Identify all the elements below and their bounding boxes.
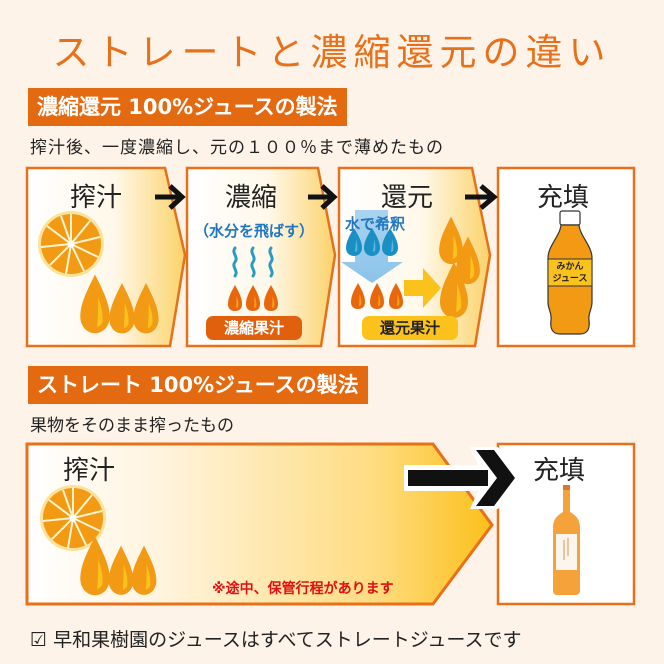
bottle-label: みかん ジュース <box>552 262 588 284</box>
concentrate-description: 搾汁後、一度濃縮し、元の１００％まで薄めたもの <box>30 138 444 158</box>
dilute-note: 水で希釈 <box>345 215 406 233</box>
concentrate-drops-icon <box>228 285 278 311</box>
step-box-concentrate <box>185 166 337 348</box>
glass-bottle-icon <box>553 485 580 595</box>
steam-icon <box>232 246 274 278</box>
step-label-reconstitute: 還元 <box>381 183 434 213</box>
straight-section-header: ストレート 100%ジュースの製法 <box>28 366 368 404</box>
pet-bottle-icon <box>547 210 593 335</box>
step-label-fill: 充填 <box>537 183 590 213</box>
page-title: ストレートと濃縮還元の違い <box>52 31 612 74</box>
concentrate-juice-badge: 濃縮果汁 <box>206 316 302 340</box>
evaporate-note: （水分を飛ばす） <box>194 222 315 240</box>
yellow-right-arrow-icon <box>404 268 441 308</box>
footer-text: 早和果樹園のジュースはすべてストレートジュースです <box>53 629 522 651</box>
concentrate-drops-small-icon <box>351 283 403 309</box>
orange-slice-icon <box>37 210 105 278</box>
straight-description: 果物をそのまま搾ったもの <box>30 416 234 436</box>
straight-step-label-squeeze: 搾汁 <box>63 456 116 486</box>
big-arrow-icon <box>404 447 520 509</box>
storage-note: ※途中、保管行程があります <box>212 581 394 597</box>
reconstituted-juice-badge: 還元果汁 <box>362 316 458 340</box>
arrow-icon <box>155 184 498 210</box>
step-label-concentrate: 濃縮 <box>225 183 278 213</box>
step-label-squeeze: 搾汁 <box>70 183 123 213</box>
straight-step-label-fill: 充填 <box>533 456 586 486</box>
concentrate-section-header: 濃縮還元 100%ジュースの製法 <box>28 88 347 126</box>
footer-statement: ☑ 早和果樹園のジュースはすべてストレートジュースです <box>30 625 521 652</box>
checkbox-icon: ☑ <box>30 629 48 651</box>
